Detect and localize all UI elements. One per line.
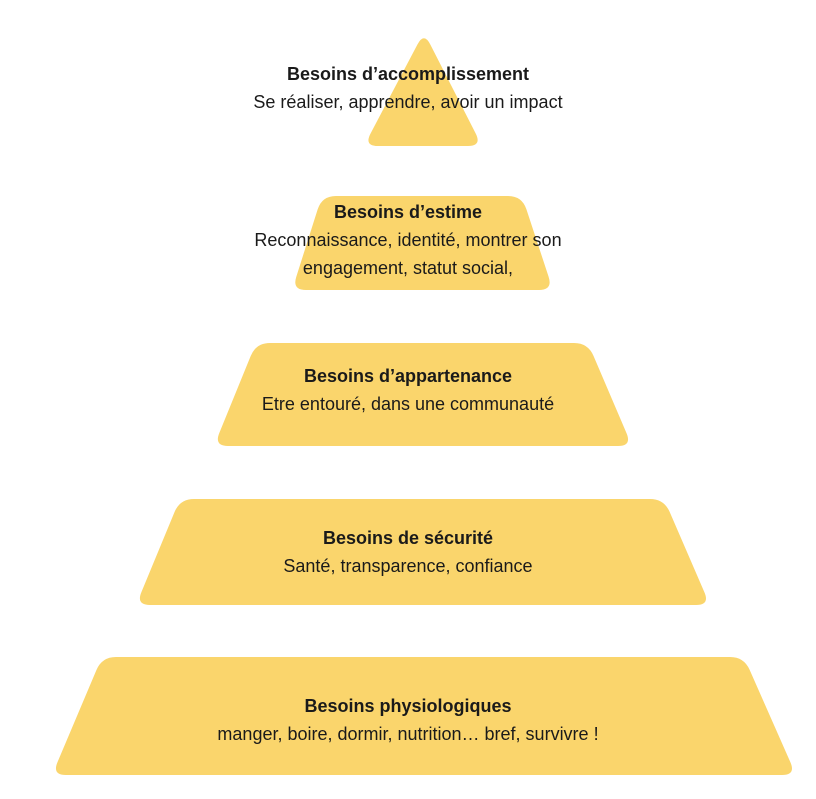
- tier-securite: Besoins de sécurité Santé, transparence,…: [0, 524, 816, 580]
- tier-description: manger, boire, dormir, nutrition… bref, …: [217, 724, 599, 744]
- tier-title: Besoins physiologiques: [304, 696, 512, 716]
- tier-shape-appartenance: [217, 343, 629, 446]
- tier-physiologiques: Besoins physiologiques manger, boire, do…: [0, 692, 816, 748]
- tier-title: Besoins d’accomplissement: [286, 64, 530, 84]
- tier-description: Etre entouré, dans une communauté: [261, 394, 555, 414]
- tier-shape-physiologiques: [55, 657, 792, 775]
- tier-title: Besoins d’estime: [333, 202, 483, 222]
- tier-description: Santé, transparence, confiance: [283, 556, 533, 576]
- tier-appartenance: Besoins d’appartenance Etre entouré, dan…: [0, 362, 816, 418]
- tier-shape-estime: [295, 196, 550, 290]
- tier-shape-securite: [139, 499, 706, 605]
- tier-description: Se réaliser, apprendre, avoir un impact: [253, 92, 563, 112]
- tier-estime: Besoins d’estime Reconnaissance, identit…: [0, 198, 816, 282]
- tier-description: engagement, statut social,: [302, 258, 514, 278]
- tier-title: Besoins de sécurité: [322, 528, 494, 548]
- tier-title: Besoins d’appartenance: [303, 366, 513, 386]
- tier-shape-accomplissement: [368, 38, 478, 146]
- tier-description: Reconnaissance, identité, montrer son: [254, 230, 562, 250]
- pyramid-shapes: [55, 38, 792, 775]
- tier-accomplissement: Besoins d’accomplissement Se réaliser, a…: [0, 60, 816, 116]
